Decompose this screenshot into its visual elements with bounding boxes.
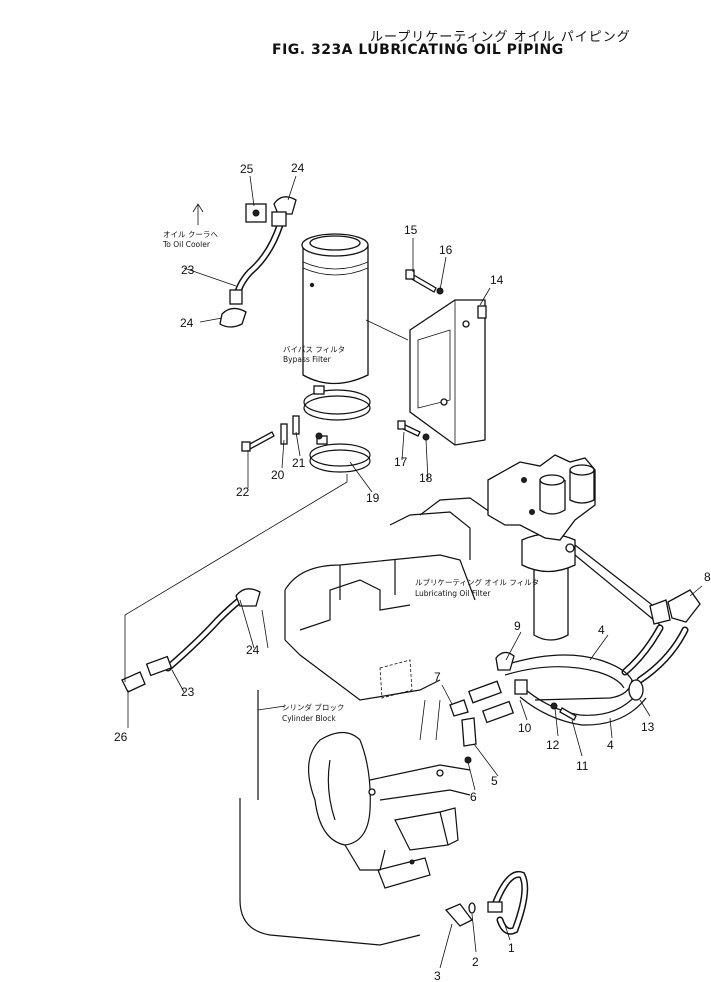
leader-lines xyxy=(124,175,703,969)
right-pipe-assembly xyxy=(468,544,701,726)
callout-1: 1 xyxy=(508,941,515,955)
callout-14: 14 xyxy=(490,273,504,287)
lower-tube-assembly xyxy=(444,870,529,935)
callout-6: 6 xyxy=(470,790,477,804)
filter-clamp-bands xyxy=(303,385,371,473)
callout-18: 18 xyxy=(419,471,433,485)
to-oil-cooler-label-jp: オイル クーラヘ xyxy=(163,230,218,239)
callout-4-bottom: 4 xyxy=(607,738,614,752)
callout-24-top: 24 xyxy=(291,161,305,175)
bolts-and-washers xyxy=(241,269,444,452)
cylinder-block-label-jp: シリンダ ブロック xyxy=(282,702,344,712)
figure-title: FIG. 323A LUBRICATING OIL PIPING xyxy=(272,42,564,58)
callout-12: 12 xyxy=(546,738,560,752)
callout-25: 25 xyxy=(240,162,254,176)
callout-15: 15 xyxy=(404,223,418,237)
bypass-filter-label: Bypass Filter xyxy=(283,355,332,364)
filter-bracket xyxy=(409,299,487,446)
callout-23-bottom: 23 xyxy=(181,685,195,699)
cylinder-block-label: Cylinder Block xyxy=(282,714,336,723)
callout-3: 3 xyxy=(434,969,441,982)
figure-title-japanese: ループリケーティング オイル パイピング xyxy=(370,30,631,45)
callout-17: 17 xyxy=(394,455,408,469)
callout-23-top: 23 xyxy=(181,263,195,277)
callout-8: 8 xyxy=(704,570,711,584)
callout-24-mid: 24 xyxy=(180,316,194,330)
callout-9: 9 xyxy=(514,619,521,633)
callout-20: 20 xyxy=(271,468,285,482)
bypass-filter xyxy=(301,233,369,385)
bypass-filter-label-jp: バイパス フィルタ xyxy=(283,345,345,354)
callout-5: 5 xyxy=(491,774,498,788)
to-oil-cooler-label: To Oil Cooler xyxy=(162,240,211,249)
callout-19: 19 xyxy=(366,491,380,505)
callout-22: 22 xyxy=(236,485,250,499)
callout-10: 10 xyxy=(518,721,532,735)
callout-16: 16 xyxy=(439,243,453,257)
callout-11: 11 xyxy=(576,759,589,773)
lub-oil-filter-label: Lubricating Oil Filter xyxy=(415,589,491,598)
lubricating-oil-filter xyxy=(487,454,596,641)
upper-hose-assembly xyxy=(192,196,297,328)
callout-24-bottom: 24 xyxy=(246,643,260,657)
callout-2: 2 xyxy=(472,955,479,969)
callout-21: 21 xyxy=(292,456,306,470)
lower-hose-assembly xyxy=(121,588,261,693)
callout-26: 26 xyxy=(114,730,128,744)
connector-parts xyxy=(449,699,477,764)
cylinder-block xyxy=(239,497,491,946)
callout-13: 13 xyxy=(641,720,655,734)
lub-oil-filter-label-jp: ルブリケーティング オイル フィルタ xyxy=(415,577,539,587)
callout-7: 7 xyxy=(434,670,441,684)
callout-4-top: 4 xyxy=(598,623,605,637)
